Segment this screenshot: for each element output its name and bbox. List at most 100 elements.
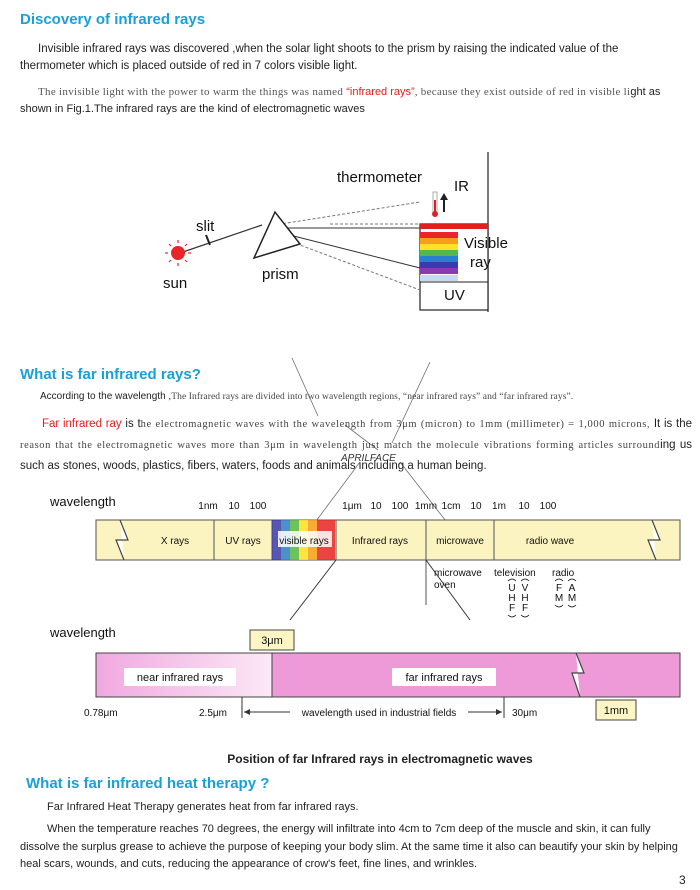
band-abbrev-letter: F bbox=[556, 583, 562, 594]
visible-spectrum-stripes bbox=[420, 232, 458, 274]
text-definition: he electromagnetic waves with the wavele… bbox=[140, 419, 651, 430]
slit-mark bbox=[205, 234, 211, 246]
figure-caption: Position of far Infrared rays in electro… bbox=[227, 752, 533, 766]
ray-violet bbox=[269, 229, 421, 269]
bracket-bottom bbox=[520, 614, 530, 618]
band-abbrev-letter: F bbox=[509, 603, 515, 614]
label-sun: sun bbox=[163, 275, 187, 292]
text-is: is t bbox=[121, 418, 141, 430]
three-um-box bbox=[249, 629, 295, 651]
label-thermometer: thermometer bbox=[337, 169, 422, 186]
paragraph-heat-therapy-intro: Far Infrared Heat Therapy generates heat… bbox=[47, 801, 359, 813]
spectrum-stripe bbox=[420, 232, 458, 238]
text-serif-part2: , because they exist outside of red in v… bbox=[414, 86, 631, 98]
label-industrial: wavelength used in industrial fields bbox=[301, 708, 457, 719]
tick-label: 10 bbox=[228, 501, 240, 512]
visible-label-bg bbox=[278, 531, 332, 547]
label-one-mm: 1mm bbox=[604, 705, 628, 717]
band-abbrev-letter: H bbox=[508, 593, 515, 604]
label-radio: radio bbox=[552, 568, 575, 579]
text-it-is-the: It is the bbox=[650, 418, 692, 430]
text-surrounding: ing us such as stones, woods, plastics, … bbox=[20, 439, 693, 472]
text-regions: The Infrared rays are divided into two w… bbox=[171, 392, 574, 402]
paragraph-discovery: Invisible infrared rays was discovered ,… bbox=[20, 43, 619, 72]
spectrum-bar bbox=[95, 519, 681, 561]
band-abbrev-letter: A bbox=[569, 583, 576, 594]
text-serif-part: The invisible light with the power to wa… bbox=[38, 86, 344, 98]
band-labels: X rays UV rays visible rays Infrared rays mi… bbox=[161, 536, 575, 547]
zoom-line-left bbox=[289, 559, 337, 621]
near-label-bg bbox=[124, 668, 236, 686]
label-uv: UV bbox=[444, 287, 465, 304]
band-abbrev-letter: F bbox=[522, 603, 528, 614]
watermark-line-1 bbox=[291, 357, 319, 417]
spectrum-stripe bbox=[420, 250, 458, 256]
band-abbrev-letter: M bbox=[568, 593, 576, 604]
label-television: television bbox=[494, 568, 536, 579]
text-far-infrared-ray-highlight: Far infrared ray bbox=[42, 418, 122, 430]
prism-triangle bbox=[252, 210, 302, 260]
thermometer-mercury bbox=[434, 200, 436, 212]
label-30um: 30μm bbox=[512, 708, 537, 719]
incoming-ray bbox=[179, 224, 263, 254]
label-prism: prism bbox=[262, 266, 299, 283]
label-ir: IR bbox=[454, 178, 469, 195]
section-title-heat-therapy: What is far infrared heat therapy ? bbox=[26, 775, 270, 792]
text-sans-part: ght as shown in Fig.1.The infrared rays … bbox=[20, 86, 661, 115]
spectrum-stripe bbox=[420, 238, 458, 244]
tick-label: 10 bbox=[518, 501, 530, 512]
zoom-line-right bbox=[425, 559, 471, 621]
far-label-bg bbox=[392, 668, 496, 686]
label-ray: ray bbox=[470, 254, 491, 271]
paragraph-infrared-naming: The invisible light with the power to wa… bbox=[20, 84, 685, 118]
band-abbrev-letter: H bbox=[521, 593, 528, 604]
spectrum-stripe bbox=[420, 256, 458, 262]
label-wavelength-top: wavelength bbox=[49, 494, 116, 509]
tick-label: 10 bbox=[470, 501, 482, 512]
break-mark-left bbox=[115, 519, 129, 561]
sun-icon bbox=[165, 240, 191, 266]
label-microwave-oven-1: microwave bbox=[434, 568, 482, 579]
infrared-range-diagram: wavelength 3μm near infrared rays far in… bbox=[49, 625, 681, 721]
one-mm-box bbox=[595, 699, 637, 721]
label-far-infrared: far infrared rays bbox=[405, 672, 483, 684]
band-abbrev-letter: U bbox=[508, 583, 515, 594]
bracket-top bbox=[507, 578, 517, 582]
prism-diagram: thermometer IR slit prism sun Visible ra… bbox=[163, 152, 508, 312]
band-label: UV rays bbox=[225, 536, 261, 547]
tick-label: 1nm bbox=[198, 501, 217, 512]
label-25um: 2.5μm bbox=[199, 708, 227, 719]
bracket-bottom bbox=[507, 614, 517, 618]
watermark-line-3 bbox=[391, 361, 431, 444]
band-label: X rays bbox=[161, 536, 189, 547]
text-according: According to the wavelength , bbox=[40, 391, 172, 402]
thermometer-bulb bbox=[432, 211, 438, 217]
band-label: visible rays bbox=[279, 536, 328, 547]
ir-red-strip bbox=[420, 224, 488, 229]
text-infrared-rays-highlight: “infrared rays” bbox=[346, 86, 415, 98]
tick-label: 1mm bbox=[415, 501, 437, 512]
label-wavelength-bottom: wavelength bbox=[49, 625, 116, 640]
bracket-top bbox=[520, 578, 530, 582]
visible-stripe bbox=[272, 520, 281, 560]
band-label: radio wave bbox=[526, 536, 575, 547]
up-arrow-icon bbox=[440, 193, 448, 200]
section-title-discovery: Discovery of infrared rays bbox=[20, 11, 206, 28]
band-label: Infrared rays bbox=[352, 536, 408, 547]
label-visible: Visible bbox=[464, 235, 508, 252]
spectrum-stripe bbox=[420, 244, 458, 250]
text-reason: reason that the electromagnetic waves mo… bbox=[20, 440, 661, 451]
arrow-left-icon bbox=[244, 709, 250, 715]
watermark-line-2 bbox=[344, 424, 379, 451]
band-label: microwave bbox=[436, 536, 484, 547]
label-near-infrared: near infrared rays bbox=[137, 672, 224, 684]
spectrum-stripe bbox=[420, 268, 458, 274]
arrow-right-icon bbox=[496, 709, 502, 715]
bracket-top bbox=[554, 578, 564, 582]
band-abbrev-letter: V bbox=[522, 583, 529, 594]
page-number: 3 bbox=[679, 873, 686, 887]
